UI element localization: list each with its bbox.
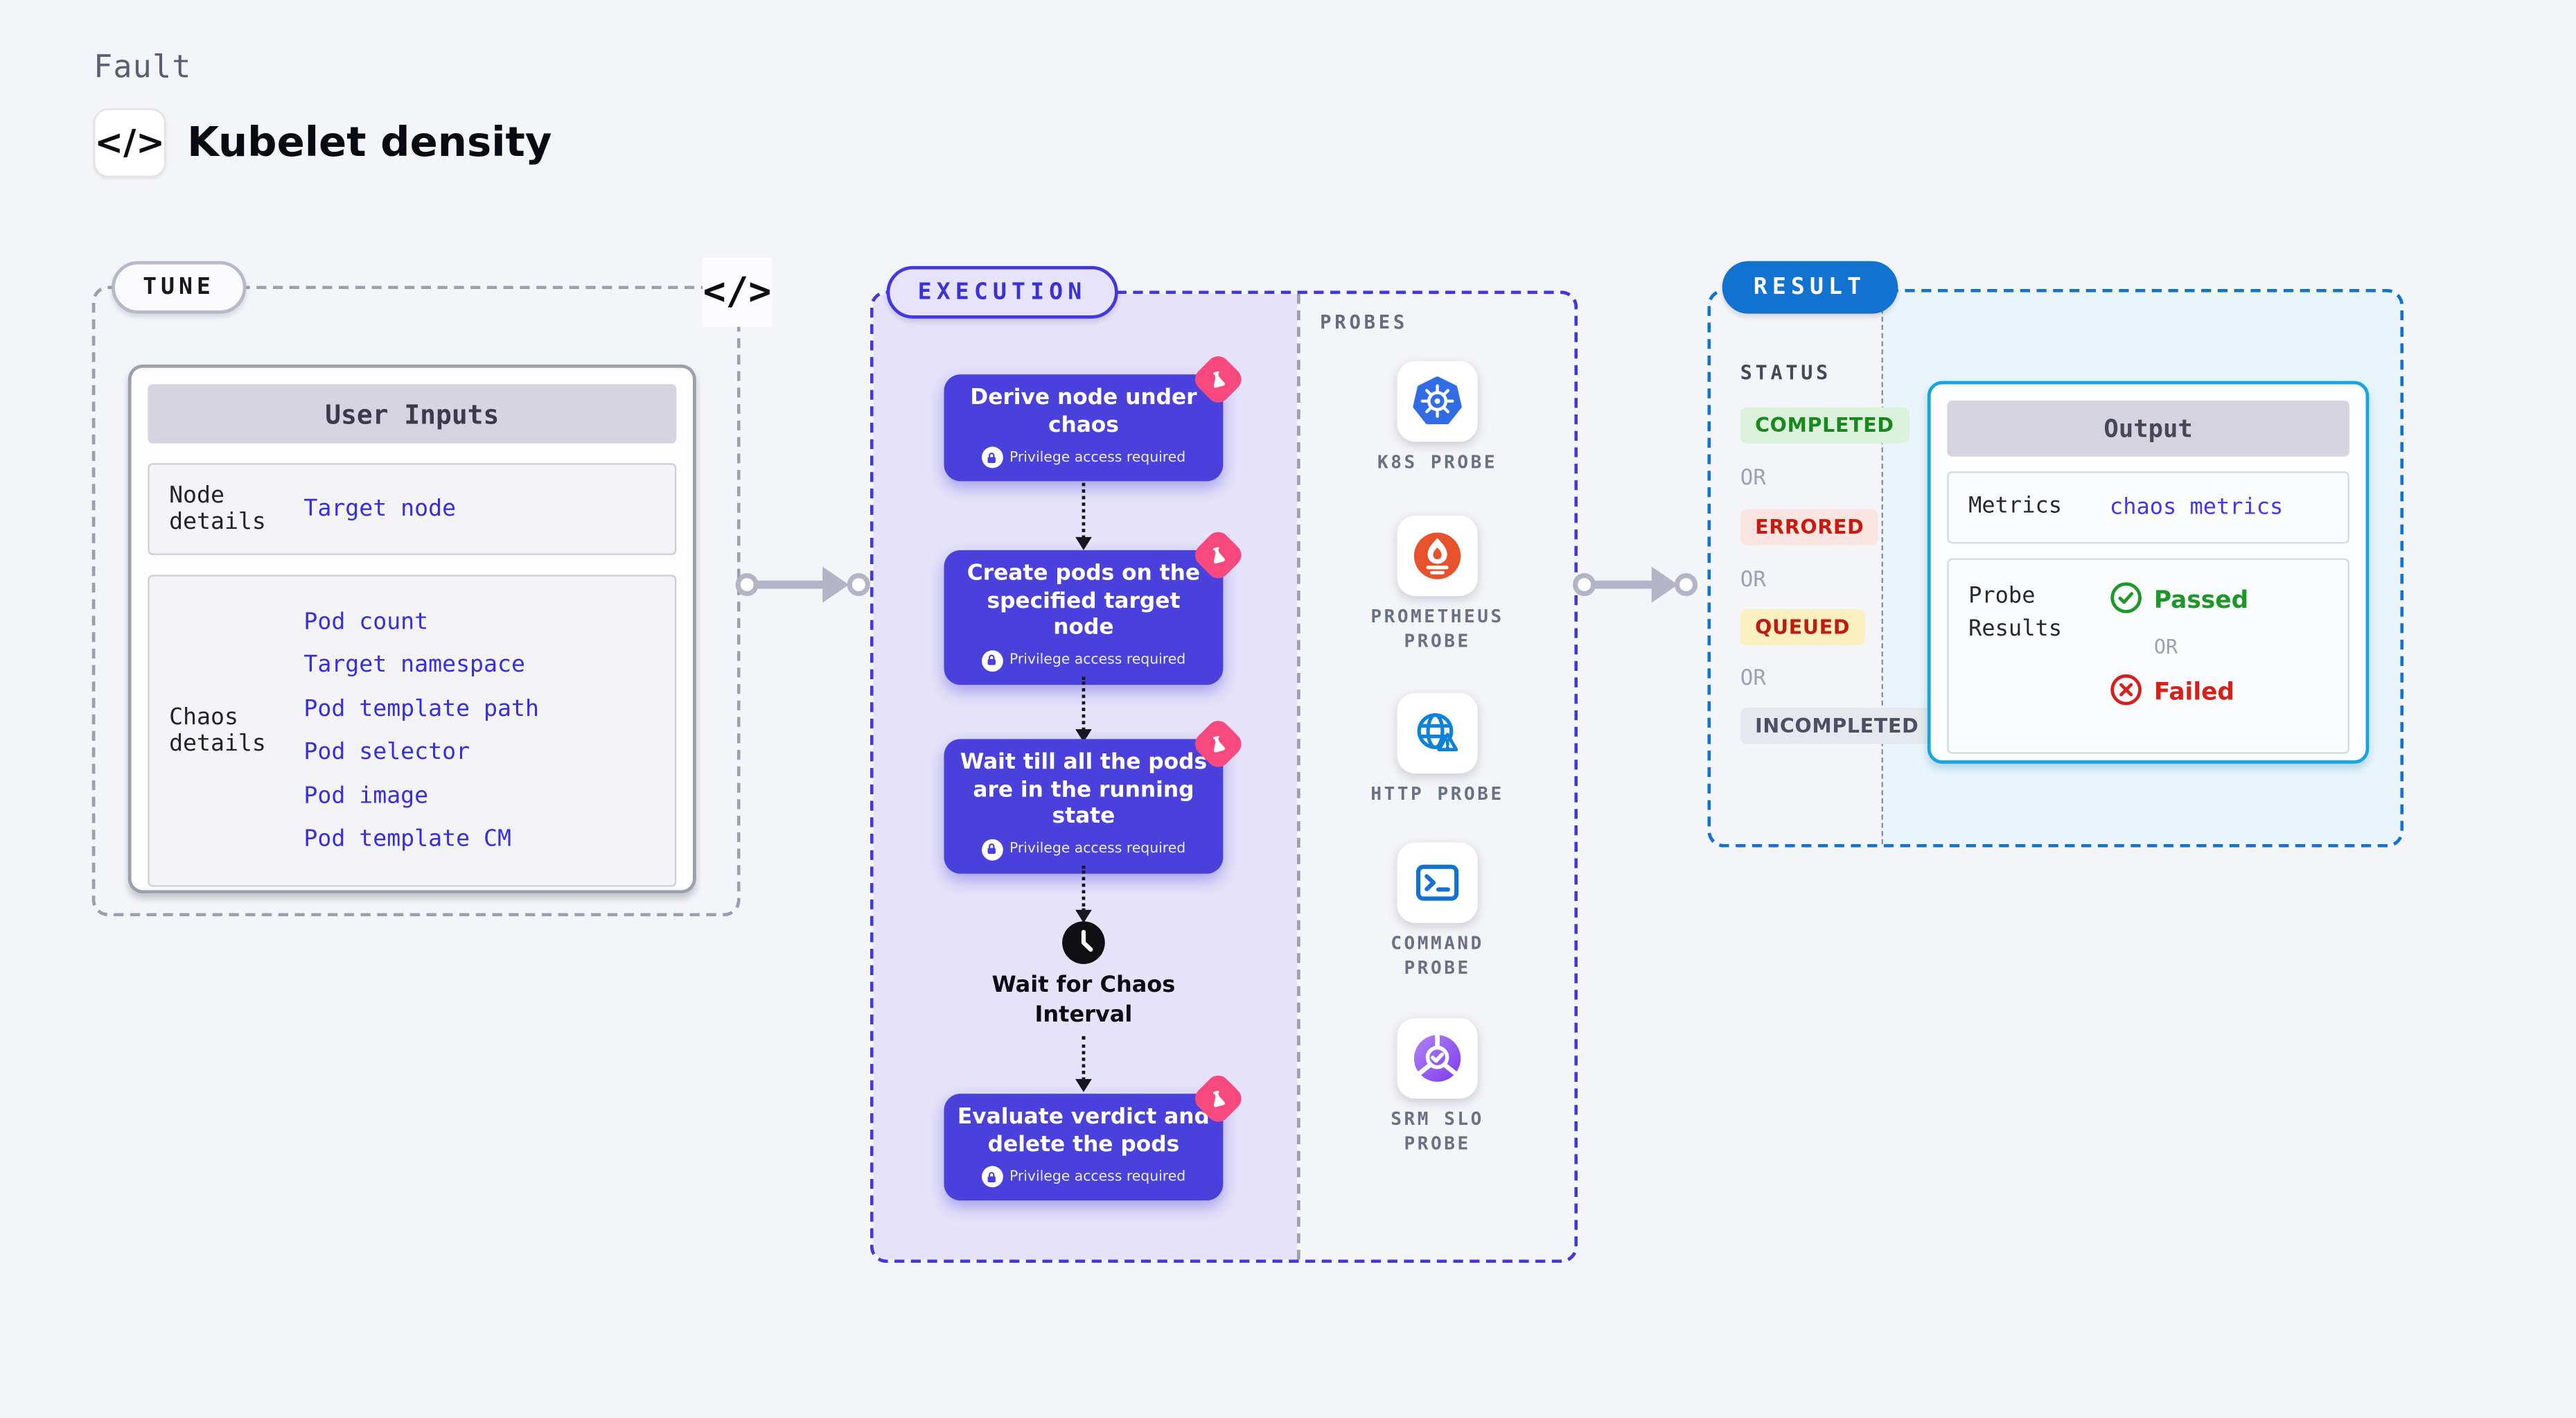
- execution-section: EXECUTION Derive node under chaos Privil…: [870, 265, 1578, 1263]
- status-badge-queued: QUEUED: [1740, 609, 1865, 646]
- failed-label: Failed: [2153, 680, 2235, 706]
- lock-icon: [981, 446, 1003, 469]
- lock-icon: [981, 1166, 1003, 1188]
- result-pill: RESULT: [1722, 261, 1898, 314]
- status-heading: STATUS: [1740, 361, 1831, 385]
- step-create-pods: Create pods on the specified target node…: [944, 527, 1246, 684]
- step-title: Wait till all the pods are in the runnin…: [960, 750, 1208, 830]
- wait-for-chaos-interval-label: Wait for Chaos Interval: [991, 972, 1176, 1028]
- metrics-label: Metrics: [1968, 493, 2062, 520]
- or-separator: OR: [1740, 568, 1766, 593]
- link-pod-selector[interactable]: Pod selector: [303, 739, 470, 766]
- code-icon-box: </>: [94, 108, 166, 177]
- probe-http: HTTP PROBE: [1300, 692, 1575, 808]
- step-evaluate-verdict: Evaluate verdict and delete the pods Pri…: [944, 1071, 1246, 1201]
- step-connector: [1075, 676, 1092, 743]
- terminal-icon: [1397, 842, 1478, 923]
- result-divider: [1881, 292, 1883, 844]
- code-icon: </>: [94, 123, 165, 163]
- probe-srm-slo: SRM SLO PROBE: [1300, 1018, 1575, 1157]
- privilege-badge: Privilege access required: [1009, 449, 1186, 466]
- globe-alert-icon: [1397, 692, 1478, 774]
- link-pod-image[interactable]: Pod image: [303, 782, 429, 809]
- step-title: Derive node under chaos: [970, 385, 1197, 438]
- link-pod-count[interactable]: Pod count: [303, 609, 429, 636]
- output-table: Output Metrics chaos metrics Probe Resul…: [1927, 380, 2370, 764]
- step-wait-pods-running: Wait till all the pods are in the runnin…: [944, 716, 1246, 873]
- probe-command: COMMAND PROBE: [1300, 842, 1575, 982]
- table-row-chaos-details: Chaos details Pod count Target namespace…: [148, 575, 677, 887]
- privilege-badge: Privilege access required: [1009, 1168, 1186, 1185]
- privilege-badge: Privilege access required: [1009, 651, 1186, 669]
- page-title: Kubelet density: [187, 118, 552, 166]
- execution-probes-divider: [1296, 294, 1300, 1260]
- probe-label: K8S PROBE: [1377, 451, 1498, 473]
- experiment-flask-icon: [1190, 351, 1246, 408]
- step-derive-node: Derive node under chaos Privilege access…: [944, 351, 1246, 482]
- or-separator: OR: [1740, 466, 1766, 491]
- x-circle-icon: [2110, 674, 2142, 713]
- clock-icon: [1061, 920, 1106, 972]
- step-connector: [1075, 1036, 1092, 1092]
- experiment-flask-icon: [1190, 1071, 1246, 1127]
- row-label: Node details: [169, 482, 266, 536]
- slo-gauge-icon: [1397, 1018, 1478, 1099]
- probes-heading: PROBES: [1320, 310, 1409, 334]
- kubernetes-icon: [1397, 361, 1478, 442]
- tune-pill: TUNE: [112, 261, 246, 314]
- privilege-badge: Privilege access required: [1009, 841, 1186, 857]
- output-row-probe-results: Probe Results Passed OR: [1947, 558, 2349, 754]
- result-section: RESULT STATUS COMPLETED OR ERRORED OR QU…: [1707, 261, 2404, 848]
- probe-k8s: K8S PROBE: [1300, 361, 1575, 476]
- or-separator: OR: [1740, 667, 1766, 692]
- fault-kicker: Fault: [94, 49, 192, 86]
- lock-icon: [981, 838, 1003, 860]
- user-inputs-header: User Inputs: [148, 384, 677, 444]
- probe-prometheus: PROMETHEUS PROBE: [1300, 516, 1575, 655]
- status-badge-completed: COMPLETED: [1740, 407, 1909, 444]
- table-row-node-details: Node details Target node: [148, 463, 677, 555]
- step-connector: [1075, 865, 1092, 923]
- link-pod-template-cm[interactable]: Pod template CM: [303, 826, 511, 853]
- output-row-metrics: Metrics chaos metrics: [1947, 471, 2349, 544]
- prometheus-icon: [1397, 516, 1478, 597]
- row-label: Chaos details: [169, 704, 266, 758]
- probe-label: PROMETHEUS PROBE: [1370, 606, 1504, 652]
- link-target-namespace[interactable]: Target namespace: [303, 652, 525, 679]
- probe-label: HTTP PROBE: [1370, 783, 1504, 805]
- link-pod-template-path[interactable]: Pod template path: [303, 696, 539, 723]
- output-header: Output: [1947, 401, 2349, 457]
- passed-label: Passed: [2153, 588, 2249, 615]
- execution-pill: EXECUTION: [886, 265, 1118, 319]
- probe-label: COMMAND PROBE: [1391, 932, 1484, 979]
- flow-arrow-tune-to-execution: [735, 566, 870, 603]
- tune-section: TUNE </> User Inputs Node details Target…: [91, 258, 772, 917]
- flow-arrow-execution-to-result: [1573, 566, 1698, 603]
- metrics-value[interactable]: chaos metrics: [2109, 494, 2284, 521]
- lock-icon: [981, 649, 1003, 671]
- experiment-flask-icon: [1190, 527, 1246, 584]
- user-inputs-table: User Inputs Node details Target node Cha…: [127, 365, 696, 894]
- check-circle-icon: [2110, 581, 2142, 621]
- status-badge-incompleted: INCOMPLETED: [1740, 708, 1934, 744]
- probe-results-label: Probe Results: [1968, 583, 2062, 642]
- status-badge-errored: ERRORED: [1740, 509, 1879, 545]
- or-separator: OR: [2153, 636, 2178, 659]
- tune-code-icon: </>: [703, 258, 772, 327]
- link-target-node[interactable]: Target node: [303, 496, 457, 523]
- step-connector: [1075, 482, 1092, 550]
- step-title: Create pods on the specified target node: [967, 561, 1201, 641]
- experiment-flask-icon: [1190, 716, 1246, 772]
- probe-label: SRM SLO PROBE: [1391, 1108, 1484, 1155]
- step-title: Evaluate verdict and delete the pods: [957, 1105, 1210, 1157]
